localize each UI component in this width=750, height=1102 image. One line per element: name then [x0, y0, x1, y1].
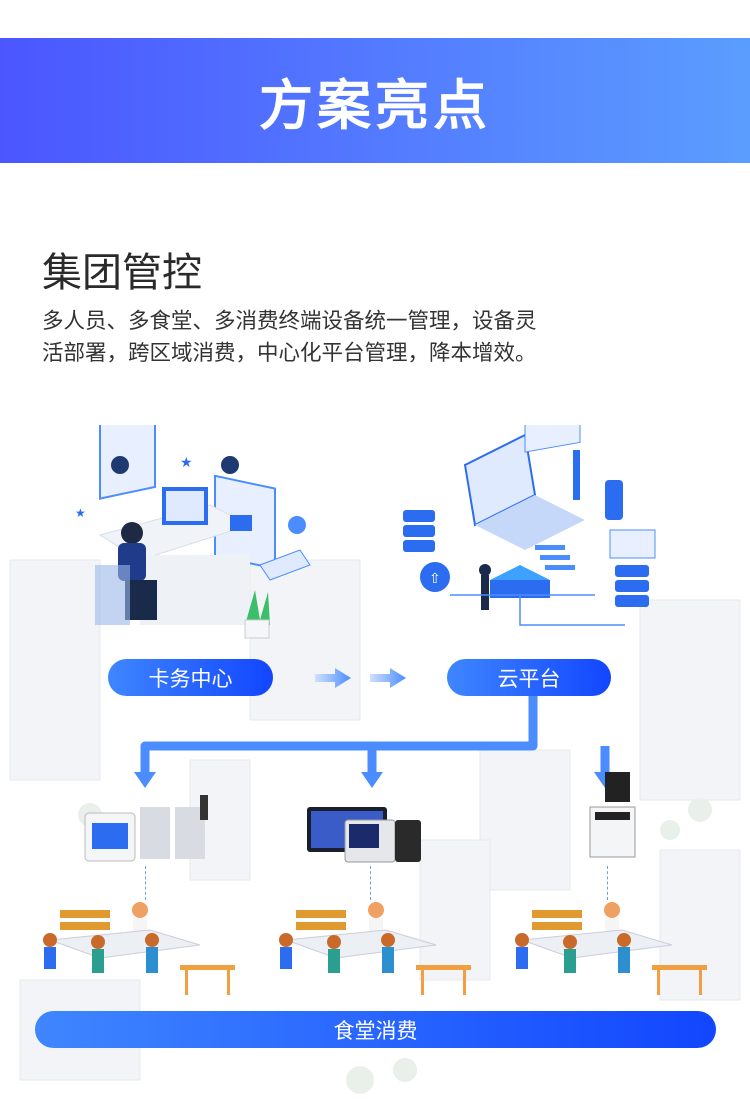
canteen-scenes	[43, 901, 708, 996]
card-center-pill: 卡务中心	[108, 659, 273, 696]
canteen-label: 食堂消费	[333, 1018, 418, 1043]
cloud-platform-label: 云平台	[497, 666, 561, 691]
svg-text:⇧: ⇧	[429, 571, 441, 587]
distribution-connector	[134, 696, 616, 788]
arrow-right-icon	[315, 668, 351, 688]
section-description: 多人员、多食堂、多消费终端设备统一管理，设备灵 活部署，跨区域消费，中心化平台管…	[42, 306, 622, 370]
cloud-platform-illustration: ⇧	[403, 425, 656, 626]
dashed-link	[607, 866, 608, 900]
access-gate-devices	[84, 795, 208, 862]
section-heading: 集团管控	[42, 250, 202, 296]
cloud-platform-pill: 云平台	[447, 659, 611, 696]
card-center-label: 卡务中心	[148, 666, 233, 691]
dashed-link	[145, 866, 146, 900]
card-center-illustration: ★★	[75, 425, 311, 639]
arrow-right-icon	[370, 668, 406, 688]
svg-text:★: ★	[180, 455, 193, 471]
description-line: 活部署，跨区域消费，中心化平台管理，降本增效。	[42, 341, 537, 366]
banner-title: 方案亮点	[259, 74, 491, 137]
svg-text:★: ★	[75, 506, 86, 520]
description-line: 多人员、多食堂、多消费终端设备统一管理，设备灵	[42, 309, 537, 334]
payment-terminals	[307, 807, 421, 863]
canteen-consumption-pill: 食堂消费	[35, 1011, 716, 1048]
city-background	[9, 559, 741, 1094]
self-service-kiosk	[589, 772, 636, 858]
header-banner: 方案亮点	[0, 38, 750, 163]
dashed-link	[370, 866, 371, 900]
